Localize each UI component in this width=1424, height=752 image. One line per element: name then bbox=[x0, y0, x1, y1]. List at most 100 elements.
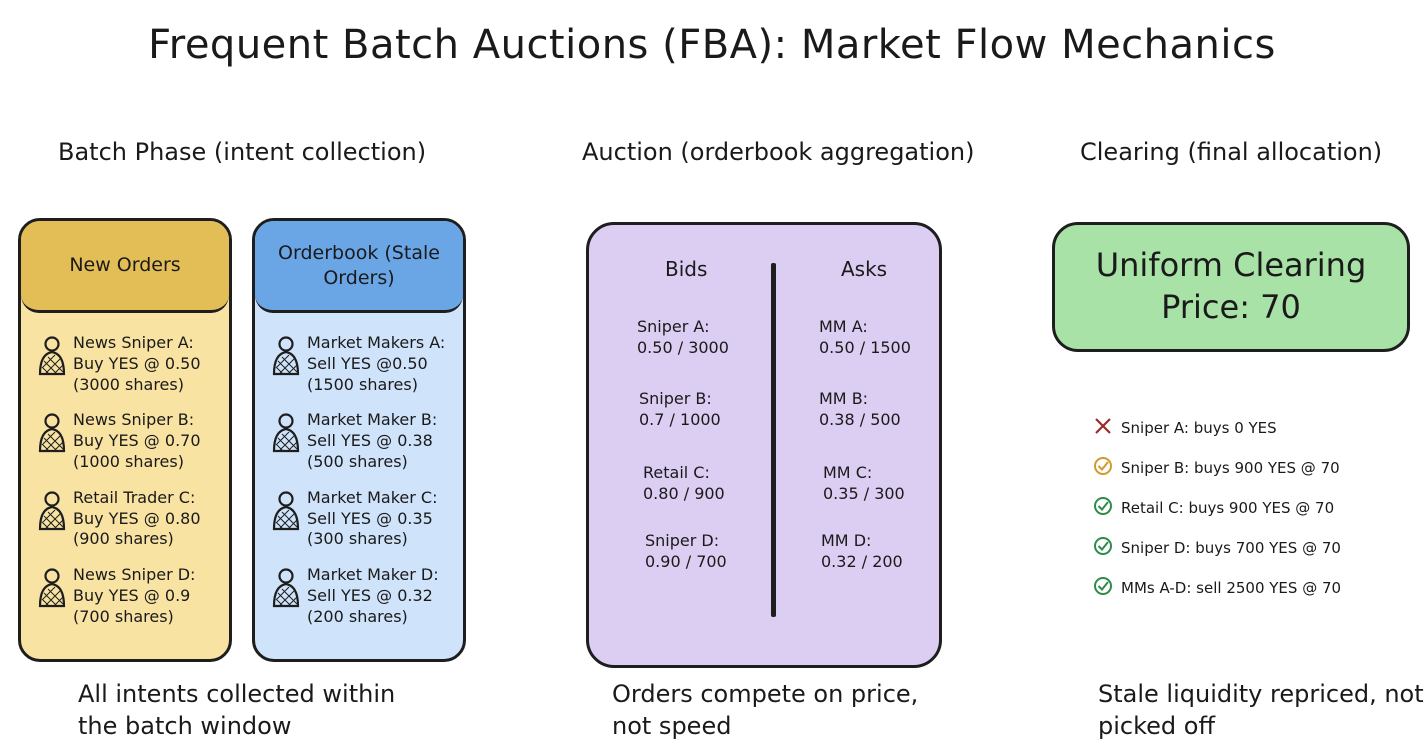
bid-name: Sniper B: bbox=[639, 389, 712, 408]
ask-entry: MM D:0.32 / 200 bbox=[821, 531, 903, 573]
bid-name: Retail C: bbox=[643, 463, 710, 482]
bids-label: Bids bbox=[665, 257, 708, 281]
ask-name: MM D: bbox=[821, 531, 872, 550]
stale-order-line: (500 shares) bbox=[307, 451, 408, 471]
new-orders-panel: New Orders News Sniper A:Buy YES @ 0.50(… bbox=[18, 218, 232, 662]
clearing-result-text: Sniper B: buys 900 YES @ 70 bbox=[1121, 459, 1340, 477]
new-order-line: News Sniper A: bbox=[73, 333, 194, 352]
ask-value: 0.32 / 200 bbox=[821, 551, 903, 571]
stale-order-line: Market Makers A: bbox=[307, 333, 446, 352]
clearing-result-text: Retail C: buys 900 YES @ 70 bbox=[1121, 499, 1335, 517]
auction-caption-line1: Orders compete on price, bbox=[612, 680, 919, 708]
stale-orders-header: Orderbook (Stale Orders) bbox=[255, 221, 463, 313]
ask-name: MM B: bbox=[819, 389, 869, 408]
clearing-result-item: Sniper D: buys 700 YES @ 70 bbox=[1093, 528, 1413, 568]
bid-entry: Sniper B:0.7 / 1000 bbox=[639, 389, 721, 431]
person-icon bbox=[271, 412, 301, 454]
person-icon bbox=[271, 567, 301, 609]
diagram-title: Frequent Batch Auctions (FBA): Market Fl… bbox=[148, 22, 1276, 68]
bid-value: 0.80 / 900 bbox=[643, 483, 725, 503]
person-icon bbox=[37, 412, 67, 454]
check-circle-icon bbox=[1093, 576, 1121, 600]
ask-entry: MM C:0.35 / 300 bbox=[823, 463, 905, 505]
batch-phase-heading: Batch Phase (intent collection) bbox=[58, 138, 427, 166]
clearing-result-item: Retail C: buys 900 YES @ 70 bbox=[1093, 488, 1413, 528]
new-order-line: News Sniper D: bbox=[73, 565, 196, 585]
person-icon bbox=[37, 567, 67, 609]
stale-order-line: Market Maker B: bbox=[307, 410, 438, 430]
person-icon bbox=[271, 490, 301, 532]
ask-value: 0.50 / 1500 bbox=[819, 337, 911, 357]
bid-entry: Sniper D:0.90 / 700 bbox=[645, 531, 727, 573]
person-icon bbox=[37, 335, 67, 377]
new-order-item: News Sniper D:Buy YES @ 0.9(700 shares) bbox=[37, 565, 229, 627]
bid-entry: Sniper A:0.50 / 3000 bbox=[637, 317, 729, 359]
new-order-line: (3000 shares) bbox=[73, 374, 184, 394]
new-order-line: Buy YES @ 0.80 bbox=[73, 508, 201, 528]
new-orders-header: New Orders bbox=[21, 221, 229, 313]
auction-caption-line2: not speed bbox=[612, 712, 732, 741]
person-icon bbox=[37, 490, 67, 532]
new-order-line: Buy YES @ 0.9 bbox=[73, 585, 191, 605]
new-order-item: News Sniper B:Buy YES @ 0.70(1000 shares… bbox=[37, 410, 229, 472]
ask-entry: MM B:0.38 / 500 bbox=[819, 389, 901, 431]
stale-order-item: Market Makers A:Sell YES @0.50(1500 shar… bbox=[271, 333, 463, 395]
stale-orders-list: Market Makers A:Sell YES @0.50(1500 shar… bbox=[255, 313, 463, 628]
asks-label: Asks bbox=[841, 257, 888, 281]
batch-caption-line1: All intents collected within bbox=[78, 680, 396, 708]
bid-name: Sniper D: bbox=[645, 531, 720, 550]
new-order-line: Retail Trader C: bbox=[73, 487, 196, 507]
stale-order-line: Market Maker C: bbox=[307, 487, 438, 507]
clearing-phase-heading: Clearing (final allocation) bbox=[1080, 138, 1383, 166]
clearing-result-item: Sniper B: buys 900 YES @ 70 bbox=[1093, 448, 1413, 488]
stale-order-line: Sell YES @ 0.35 bbox=[307, 508, 433, 528]
bid-value: 0.90 / 700 bbox=[645, 551, 727, 571]
new-orders-list: News Sniper A:Buy YES @ 0.50(3000 shares… bbox=[21, 313, 229, 628]
ask-name: MM C: bbox=[823, 463, 873, 482]
auction-phase-heading: Auction (orderbook aggregation) bbox=[582, 138, 975, 166]
check-circle-icon bbox=[1093, 456, 1121, 480]
new-order-item: Retail Trader C:Buy YES @ 0.80(900 share… bbox=[37, 488, 229, 550]
clearing-result-text: Sniper A: buys 0 YES bbox=[1121, 419, 1277, 437]
stale-orders-header-line2: Orders) bbox=[323, 266, 395, 289]
stale-orders-header-line1: Orderbook (Stale bbox=[278, 241, 440, 264]
stale-order-line: Market Maker D: bbox=[307, 565, 439, 585]
stale-order-line: Sell YES @0.50 bbox=[307, 353, 428, 373]
clearing-price-line1: Uniform Clearing bbox=[1095, 246, 1367, 285]
new-order-line: (900 shares) bbox=[73, 529, 174, 549]
check-circle-icon bbox=[1093, 536, 1121, 560]
batch-caption: All intents collected within the batch w… bbox=[78, 678, 395, 743]
bid-value: 0.50 / 3000 bbox=[637, 337, 729, 357]
ask-value: 0.38 / 500 bbox=[819, 409, 901, 429]
bid-value: 0.7 / 1000 bbox=[639, 409, 721, 429]
check-circle-icon bbox=[1093, 496, 1121, 520]
ask-value: 0.35 / 300 bbox=[823, 483, 905, 503]
clearing-caption-line1: Stale liquidity repriced, not bbox=[1098, 680, 1424, 708]
stale-orders-panel: Orderbook (Stale Orders) Market Makers A… bbox=[252, 218, 466, 662]
clearing-result-item: Sniper A: buys 0 YES bbox=[1093, 408, 1413, 448]
clearing-caption: Stale liquidity repriced, not picked off bbox=[1098, 678, 1424, 743]
batch-caption-line2: the batch window bbox=[78, 712, 292, 741]
x-icon bbox=[1093, 416, 1121, 440]
clearing-result-text: Sniper D: buys 700 YES @ 70 bbox=[1121, 539, 1341, 557]
new-order-line: Buy YES @ 0.70 bbox=[73, 431, 201, 451]
stale-order-line: Sell YES @ 0.32 bbox=[307, 585, 433, 605]
clearing-result-text: MMs A-D: sell 2500 YES @ 70 bbox=[1121, 579, 1342, 597]
new-order-line: (1000 shares) bbox=[73, 451, 184, 471]
stale-order-item: Market Maker C:Sell YES @ 0.35(300 share… bbox=[271, 488, 463, 550]
stale-order-item: Market Maker B:Sell YES @ 0.38(500 share… bbox=[271, 410, 463, 472]
person-icon bbox=[271, 335, 301, 377]
stale-order-item: Market Maker D:Sell YES @ 0.32(200 share… bbox=[271, 565, 463, 627]
new-order-line: News Sniper B: bbox=[73, 410, 195, 430]
new-order-line: (700 shares) bbox=[73, 606, 174, 626]
stale-order-line: Sell YES @ 0.38 bbox=[307, 431, 433, 451]
ask-entry: MM A:0.50 / 1500 bbox=[819, 317, 911, 359]
ask-name: MM A: bbox=[819, 317, 868, 336]
stale-order-line: (1500 shares) bbox=[307, 374, 418, 394]
clearing-price-line2: Price: 70 bbox=[1161, 288, 1301, 326]
clearing-caption-line2: picked off bbox=[1098, 712, 1215, 741]
uniform-clearing-price-box: Uniform Clearing Price: 70 bbox=[1052, 222, 1410, 352]
clearing-result-item: MMs A-D: sell 2500 YES @ 70 bbox=[1093, 568, 1413, 608]
bid-ask-divider bbox=[771, 263, 776, 617]
